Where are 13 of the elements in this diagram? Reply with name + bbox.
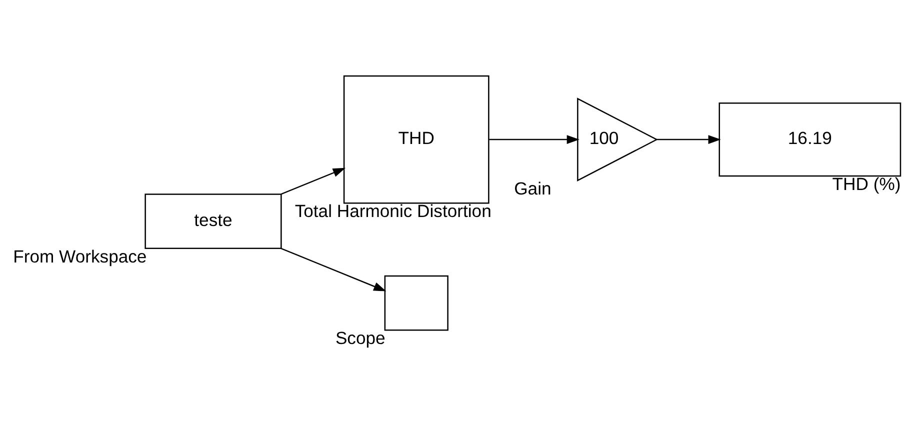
node-box: teste [144,193,282,248]
arrow [489,134,580,144]
arrow [656,134,721,144]
arrow [281,167,346,194]
node-box: 16.19 [718,102,902,176]
node-label: Scope [335,328,386,348]
node-label: Total Harmonic Distortion [294,200,492,221]
node-box [384,274,448,330]
node-label: Gain [514,178,552,198]
arrow [281,247,386,291]
node-label: THD (%) [832,174,901,194]
node-box: THD [343,74,490,204]
node-label: From Workspace [13,246,147,266]
